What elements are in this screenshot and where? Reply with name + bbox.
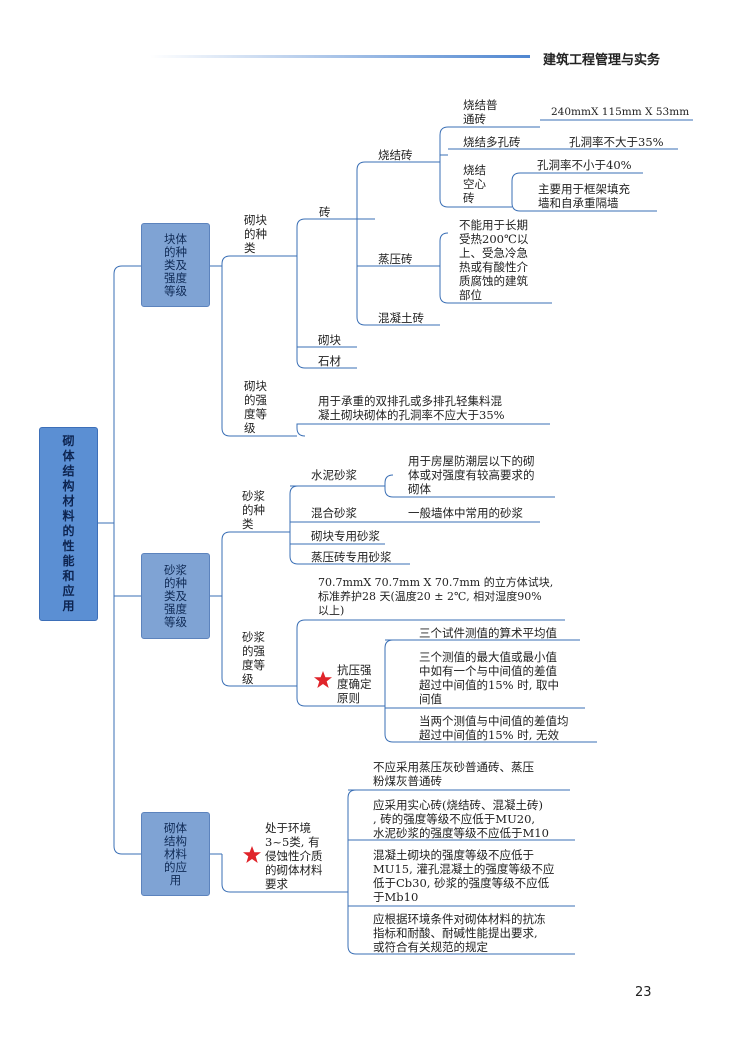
environment-condition-label: 处于环境 3~5类, 有 侵蚀性介质 的砌体材料 要求: [265, 821, 323, 891]
requirement-no-steam-brick: 不应采用蒸压灰砂普通砖、蒸压 粉煤灰普通砖: [373, 760, 534, 788]
page-number: 23: [635, 985, 652, 1000]
star-icon: [314, 671, 332, 688]
strength-rule-middle: 三个测值的最大值或最小值 中如有一个与中间值的差值 超过中间值的15% 时, 取…: [419, 650, 560, 706]
block-mortar-label: 砌块专用砂浆: [311, 529, 380, 543]
steam-brick-label: 蒸压砖: [378, 252, 413, 266]
mixed-mortar-label: 混合砂浆: [311, 506, 357, 520]
mortar-kinds-label: 砂浆 的种 类: [242, 489, 265, 531]
stone-label: 石材: [318, 354, 341, 368]
header-title: 建筑工程管理与实务: [543, 53, 661, 68]
hollow-brick-rate: 孔洞率不小于40%: [537, 158, 632, 172]
cement-mortar-label: 水泥砂浆: [311, 468, 357, 482]
hollow-brick-label: 烧结 空心 砖: [463, 163, 486, 205]
requirement-freeze-acid: 应根据环境条件对砌体材料的抗冻 指标和耐酸、耐碱性能提出要求, 或符合有关规范的…: [373, 912, 546, 954]
strength-principle-label: 抗压强 度确定 原则: [337, 663, 372, 705]
porous-brick-label: 烧结多孔砖: [463, 135, 521, 149]
mixed-mortar-note: 一般墙体中常用的砂浆: [408, 506, 523, 520]
strength-rule-average: 三个试件测值的算术平均值: [419, 626, 557, 640]
sintered-brick-label: 烧结砖: [378, 148, 413, 162]
mortar-strength-label: 砂浆 的强 度等 级: [242, 630, 265, 686]
root-node: 砌 体 结 构 材 料 的 性 能 和 应 用: [39, 427, 98, 621]
section-material-application: 砌体 结构 材料 的应 用: [141, 812, 210, 896]
block-strength-note: 用于承重的双排孔或多排孔轻集料混 凝土砌块砌体的孔洞率不应大于35%: [318, 394, 505, 422]
hollow-brick-use: 主要用于框架填充 墙和自承重隔墙: [538, 182, 630, 210]
brick-label: 砖: [319, 205, 331, 219]
section-block-types: 块体 的种 类及 强度 等级: [141, 223, 210, 307]
requirement-solid-brick: 应采用实心砖(烧结砖、混凝土砖) , 砖的强度等级不应低于MU20, 水泥砂浆的…: [373, 798, 549, 840]
steam-mortar-label: 蒸压砖专用砂浆: [311, 550, 392, 564]
ordinary-brick-label: 烧结普 通砖: [463, 98, 498, 126]
strength-rule-invalid: 当两个测值与中间值的差值均 超过中间值的15% 时, 无效: [419, 714, 569, 742]
ordinary-brick-size: 240mmX 115mm X 53mm: [551, 106, 690, 118]
steam-brick-note: 不能用于长期 受热200℃以 上、受急冷急 热或有酸性介 质腐蚀的建筑 部位: [459, 218, 529, 302]
cube-specimen-note: 70.7mmX 70.7mm X 70.7mm 的立方体试块, 标准养护28 天…: [318, 576, 554, 617]
section-mortar-types: 砂浆 的种 类及 强度 等级: [141, 553, 210, 639]
block-strength-label: 砌块 的强 度等 级: [244, 379, 267, 435]
porous-brick-rate: 孔洞率不大于35%: [569, 135, 664, 149]
requirement-concrete-block: 混凝土砌块的强度等级不应低于 MU15, 灌孔混凝土的强度等级不应 低于Cb30…: [373, 848, 555, 904]
concrete-brick-label: 混凝土砖: [378, 311, 424, 325]
cement-mortar-note: 用于房屋防潮层以下的砌 体或对强度有较高要求的 砌体: [408, 454, 535, 496]
star-icon: [243, 846, 261, 863]
block-kinds-label: 砌块 的种 类: [244, 213, 267, 255]
block-label: 砌块: [318, 333, 341, 347]
